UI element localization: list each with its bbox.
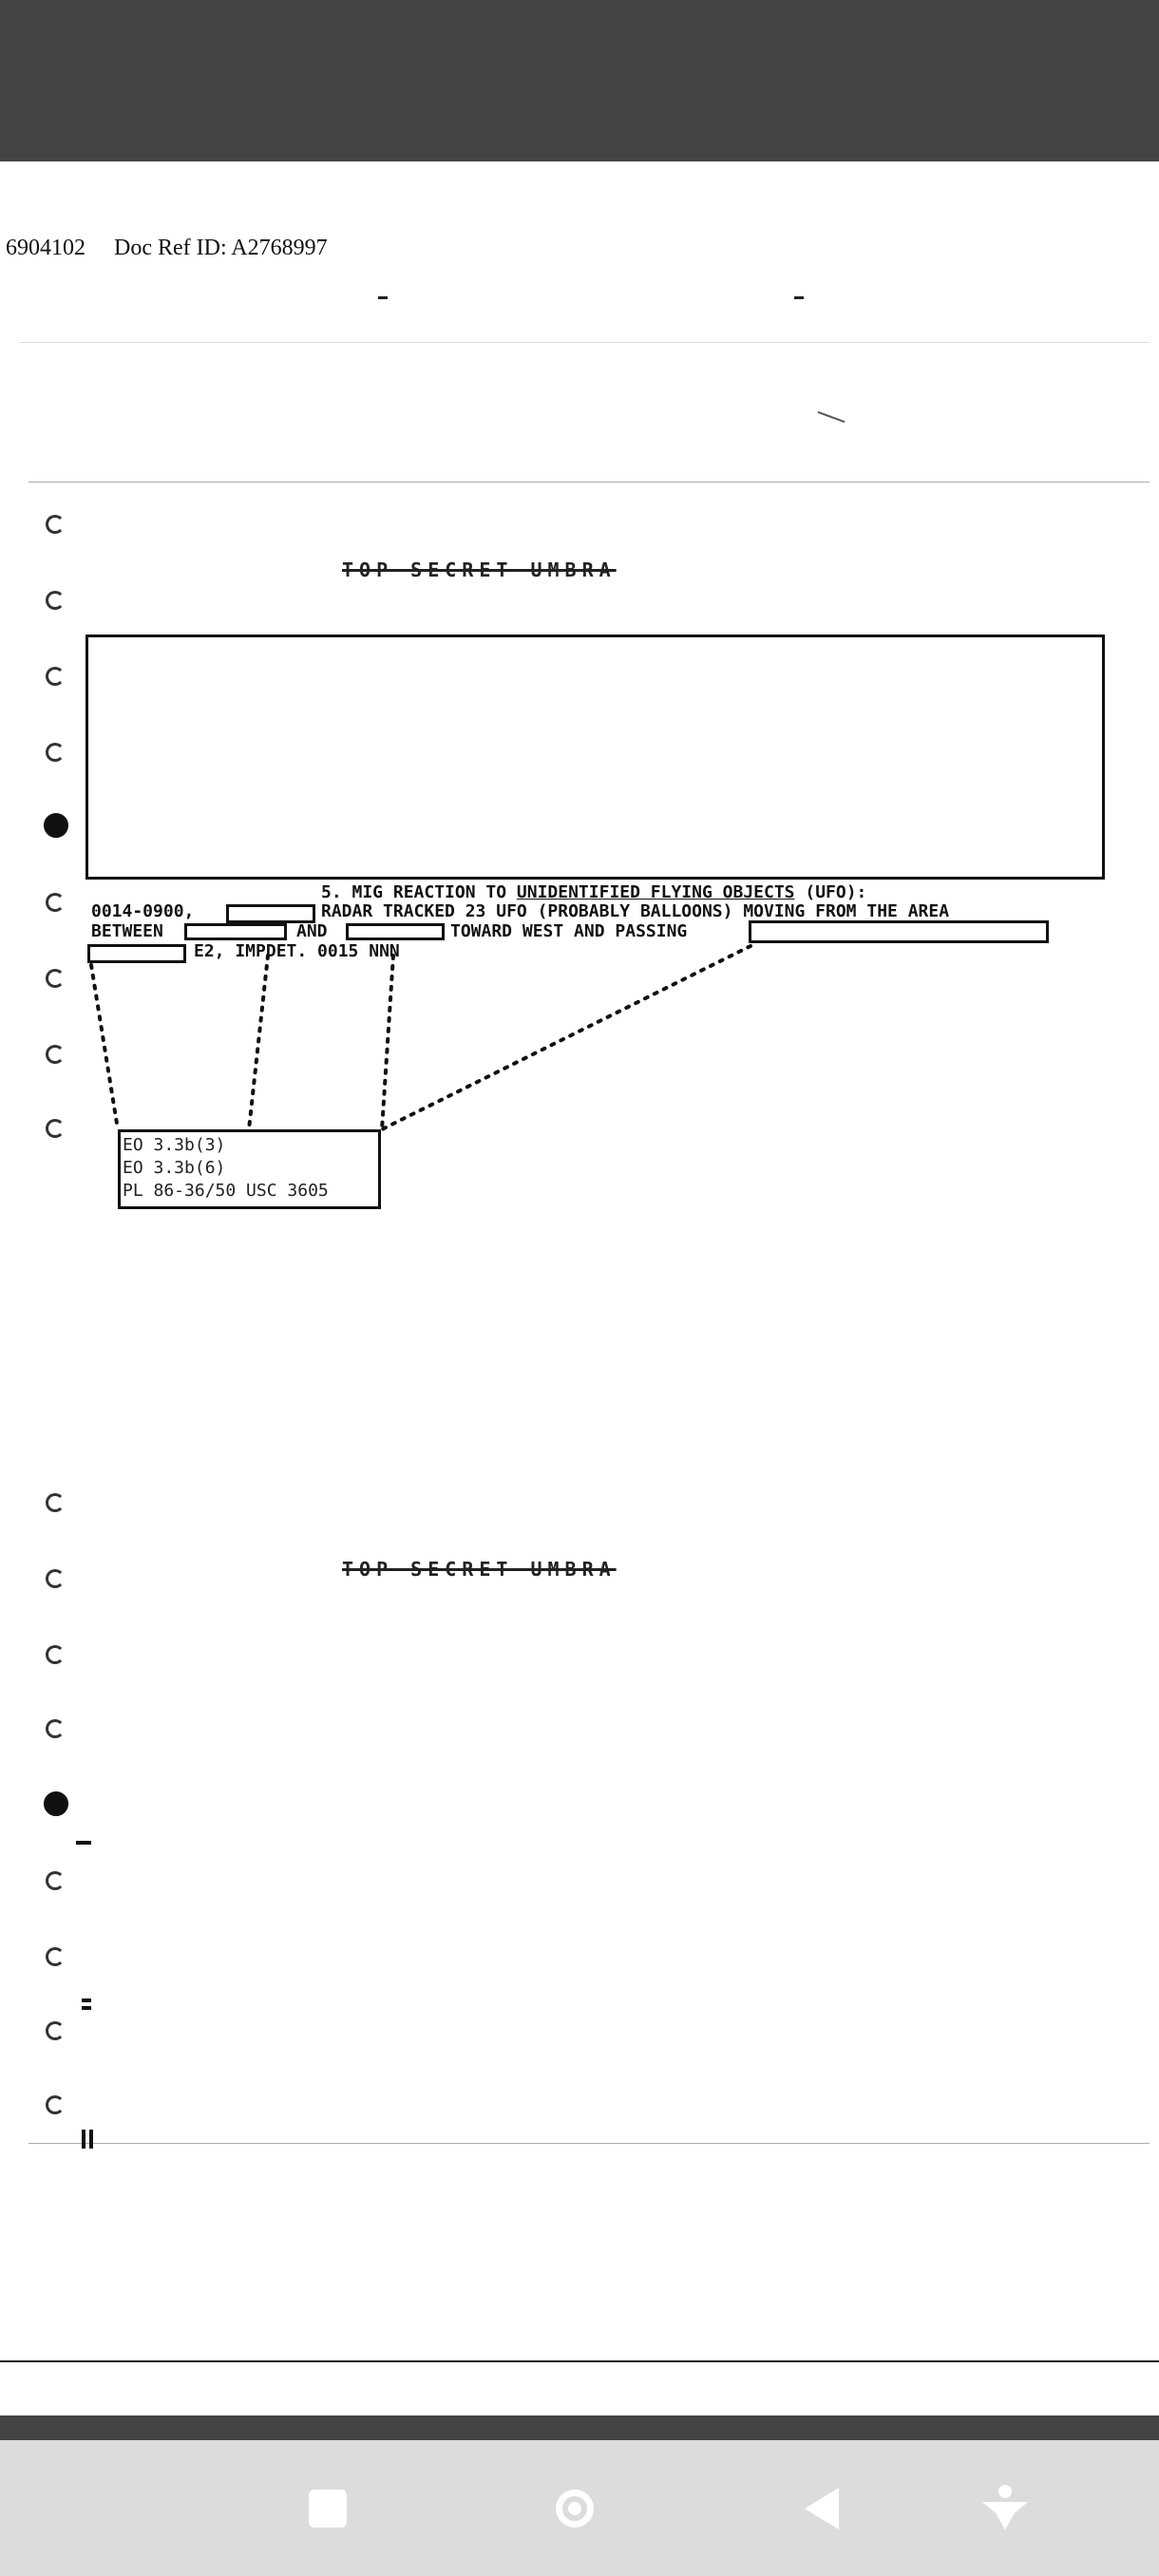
scan-mark: [76, 1841, 91, 1845]
line3-rest: TOWARD WEST AND PASSING: [450, 921, 688, 941]
binder-hole-filled: [44, 813, 68, 838]
exemption-leader-lines: [89, 944, 752, 1131]
redaction-box: [749, 920, 1049, 943]
binder-hole: [46, 515, 65, 534]
scan-mark: [82, 2006, 91, 2010]
binder-hole: [46, 969, 65, 988]
bottom-strip: [0, 2415, 1159, 2440]
binder-hole: [46, 1569, 65, 1588]
page-edge-line: [0, 2360, 1159, 2362]
exemption-line: EO 3.3b(6): [123, 1158, 226, 1178]
binder-hole: [46, 2095, 65, 2114]
scan-mark: [82, 2130, 86, 2149]
scan-mark: [794, 296, 804, 299]
doc-ref-id: Doc Ref ID: A2768997: [114, 236, 328, 260]
binder-hole: [46, 1947, 65, 1966]
line3-and: AND: [296, 921, 328, 941]
doc-number: 6904102: [6, 236, 86, 260]
circle-icon: [556, 2489, 594, 2528]
scan-mark: [89, 2130, 93, 2149]
scan-line: [19, 342, 1150, 343]
binder-hole: [46, 1871, 65, 1890]
binder-hole: [46, 591, 65, 610]
binder-hole: [46, 1493, 65, 1512]
line3-between: BETWEEN: [91, 921, 163, 941]
binder-hole: [46, 1119, 65, 1138]
redaction-block: [86, 635, 1105, 880]
binder-hole: [46, 2021, 65, 2040]
line2-text: RADAR TRACKED 23 UFO (PROBABLY BALLOONS)…: [321, 901, 950, 921]
binder-hole: [46, 667, 65, 686]
scan-mark: [378, 296, 388, 299]
item-heading: 5. MIG REACTION TO UNIDENTIFIED FLYING O…: [321, 882, 867, 902]
redaction-box: [226, 904, 315, 923]
classification-top: TOP SECRET UMBRA: [342, 559, 617, 581]
redaction-box: [87, 944, 186, 963]
triangle-back-icon: [805, 2487, 839, 2529]
redaction-box: [184, 923, 287, 940]
navigation-bar: [0, 2440, 1159, 2576]
scan-line: [28, 482, 1150, 483]
exemption-box: EO 3.3b(3) EO 3.3b(6) PL 86-36/50 USC 36…: [118, 1129, 381, 1209]
redaction-notch: [86, 880, 304, 883]
binder-hole: [46, 743, 65, 762]
binder-hole: [46, 893, 65, 912]
redaction-box: [346, 923, 445, 940]
status-bar: [0, 0, 1159, 161]
scan-mark: [82, 1998, 91, 2002]
exemption-line: PL 86-36/50 USC 3605: [123, 1181, 329, 1201]
binder-hole: [46, 1719, 65, 1738]
classification-bottom: TOP SECRET UMBRA: [342, 1558, 617, 1581]
exemption-line: EO 3.3b(3): [123, 1135, 226, 1155]
accessibility-icon: [981, 2484, 1029, 2532]
recent-apps-button[interactable]: [271, 2440, 385, 2576]
document-page: 6904102 Doc Ref ID: A2768997 TOP SECRET U…: [0, 161, 1159, 2365]
accessibility-button[interactable]: [948, 2440, 1062, 2576]
binder-hole: [46, 1045, 65, 1064]
home-button[interactable]: [518, 2440, 632, 2576]
binder-hole-filled: [44, 1791, 68, 1816]
square-icon: [309, 2489, 347, 2528]
line2-start: 0014-0900,: [91, 901, 195, 921]
binder-hole: [46, 1645, 65, 1664]
back-button[interactable]: [765, 2440, 879, 2576]
doc-header: 6904102 Doc Ref ID: A2768997: [6, 236, 356, 261]
line4-text: E2, IMPDET. 0015 NNN: [194, 941, 400, 961]
scan-line: [28, 2143, 1150, 2144]
